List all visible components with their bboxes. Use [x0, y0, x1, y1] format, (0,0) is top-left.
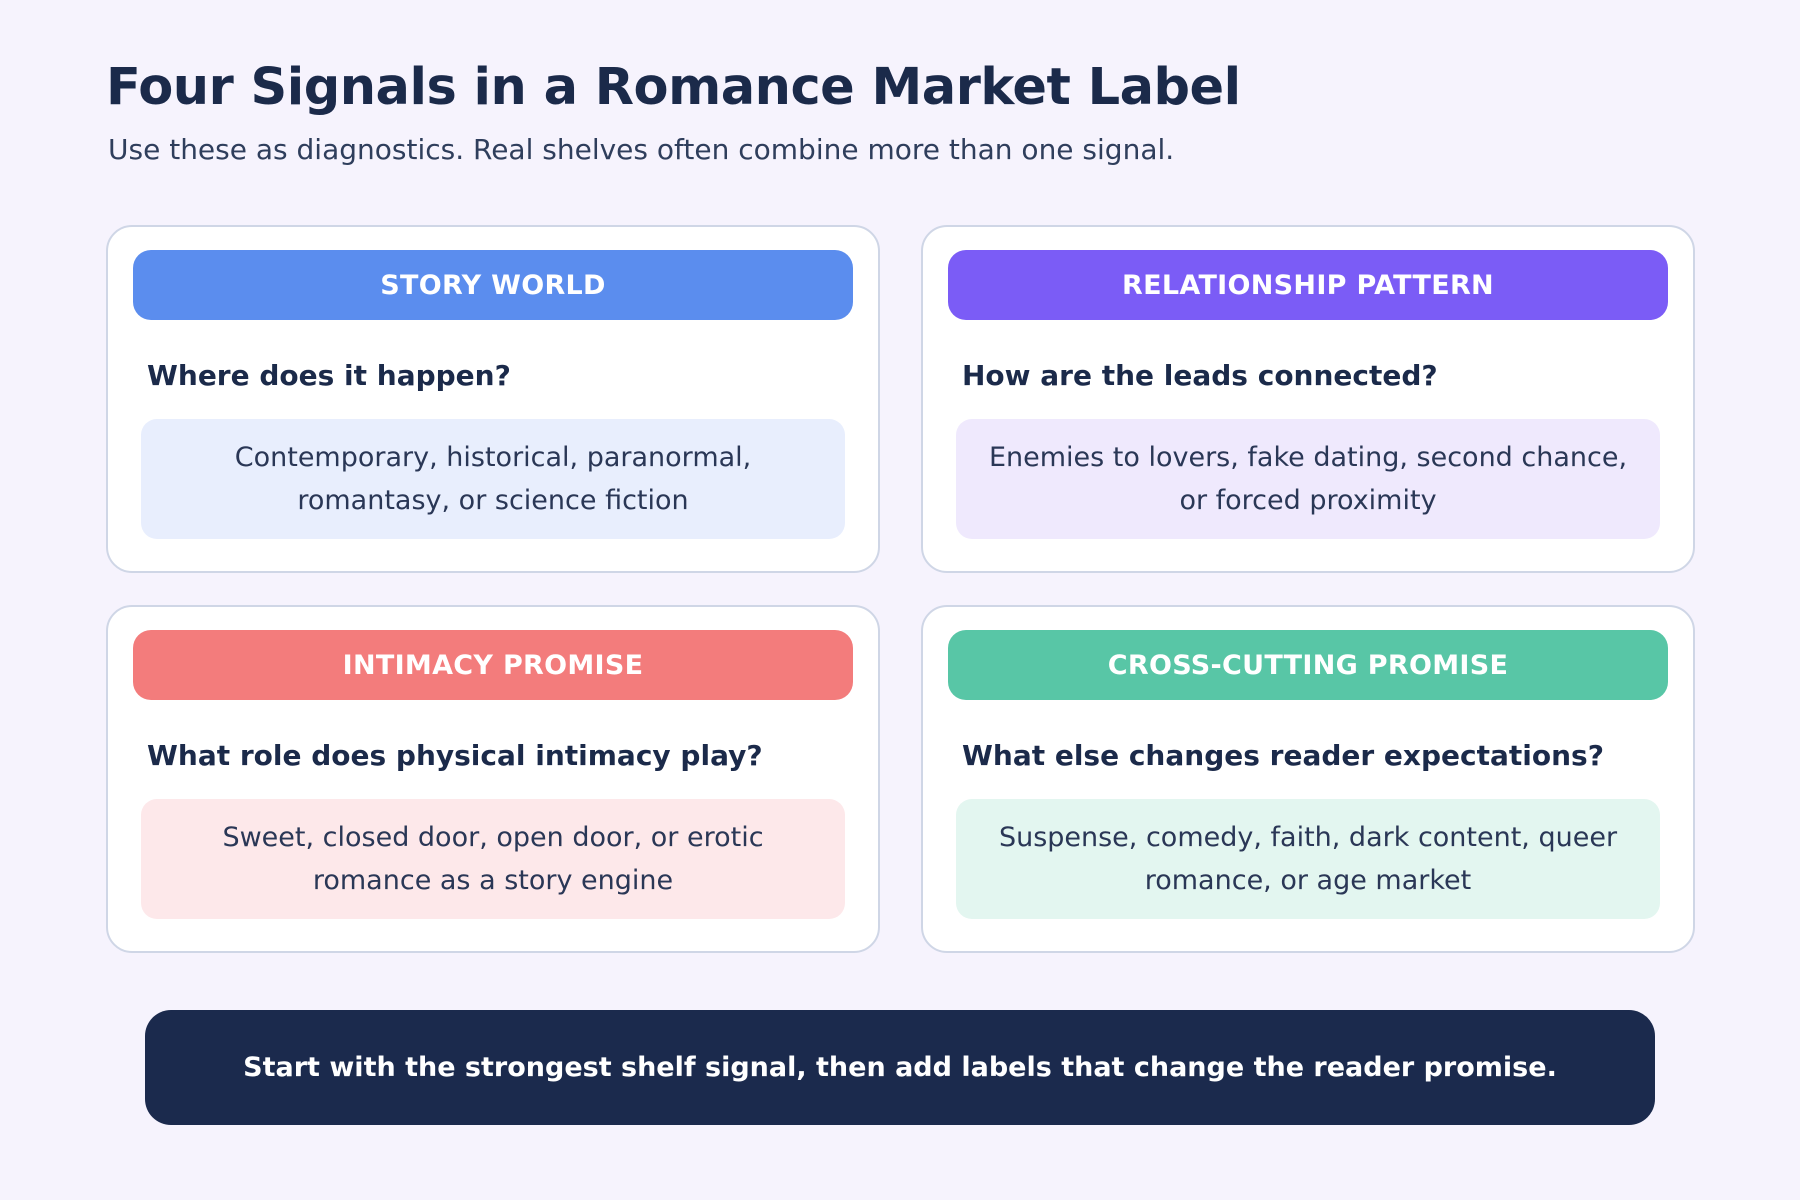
card-answer-cross-cutting-promise: Suspense, comedy, faith, dark content, q…: [956, 799, 1660, 919]
card-question-relationship-pattern: How are the leads connected?: [962, 359, 1438, 392]
card-intimacy-promise: INTIMACY PROMISE What role does physical…: [106, 605, 880, 953]
card-relationship-pattern: RELATIONSHIP PATTERN How are the leads c…: [921, 225, 1695, 573]
card-answer-relationship-pattern: Enemies to lovers, fake dating, second c…: [956, 419, 1660, 539]
card-header-intimacy-promise: INTIMACY PROMISE: [133, 630, 853, 700]
card-question-intimacy-promise: What role does physical intimacy play?: [147, 739, 763, 772]
footer-banner: Start with the strongest shelf signal, t…: [145, 1010, 1655, 1125]
card-header-relationship-pattern: RELATIONSHIP PATTERN: [948, 250, 1668, 320]
card-answer-story-world: Contemporary, historical, paranormal, ro…: [141, 419, 845, 539]
page-subtitle: Use these as diagnostics. Real shelves o…: [108, 133, 1175, 166]
card-cross-cutting-promise: CROSS-CUTTING PROMISE What else changes …: [921, 605, 1695, 953]
card-header-cross-cutting-promise: CROSS-CUTTING PROMISE: [948, 630, 1668, 700]
card-question-story-world: Where does it happen?: [147, 359, 511, 392]
card-header-story-world: STORY WORLD: [133, 250, 853, 320]
card-question-cross-cutting-promise: What else changes reader expectations?: [962, 739, 1604, 772]
page-title: Four Signals in a Romance Market Label: [106, 58, 1241, 117]
card-story-world: STORY WORLD Where does it happen? Contem…: [106, 225, 880, 573]
card-answer-intimacy-promise: Sweet, closed door, open door, or erotic…: [141, 799, 845, 919]
